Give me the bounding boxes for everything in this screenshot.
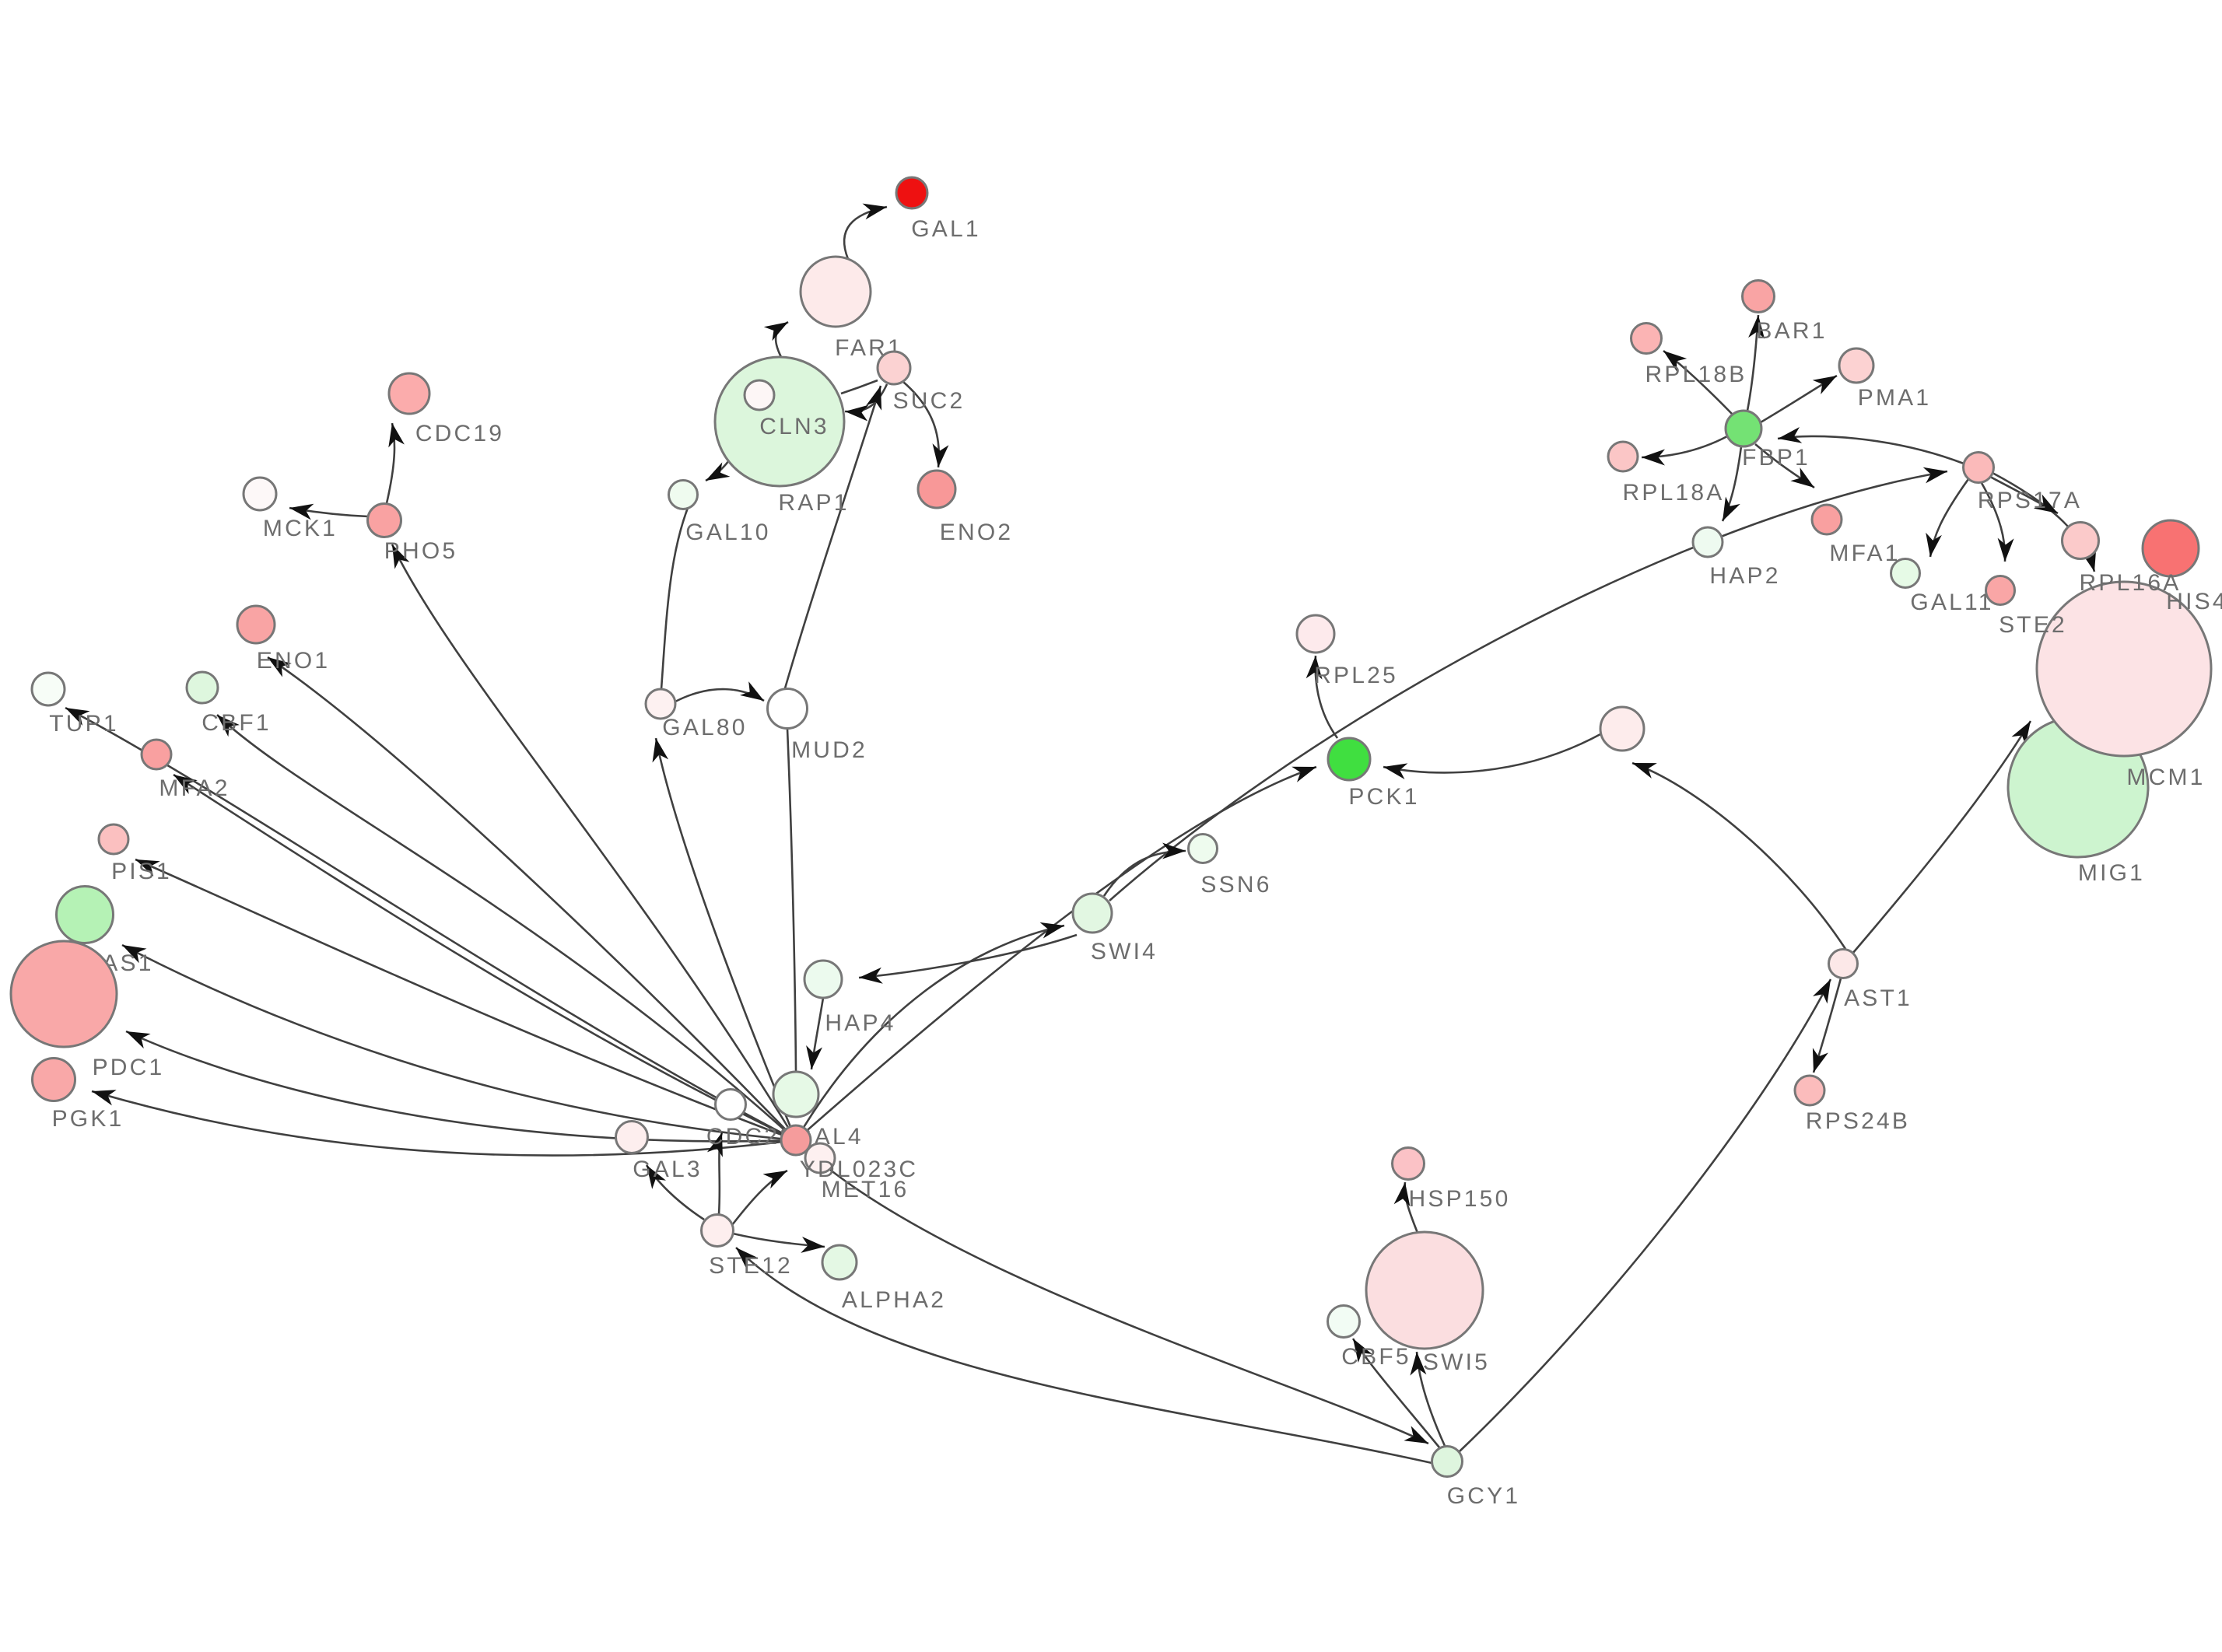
svg-text:PIS1: PIS1 [111,859,172,884]
svg-text:MIG1: MIG1 [2078,860,2145,886]
svg-text:STE12: STE12 [709,1253,793,1279]
svg-text:STE2: STE2 [1999,612,2067,638]
svg-text:FBP1: FBP1 [1742,445,1810,471]
svg-text:CDC19: CDC19 [415,421,504,446]
svg-text:CDC28: CDC28 [706,1124,795,1150]
svg-text:AST1: AST1 [1844,985,1912,1011]
svg-text:MET16: MET16 [822,1177,909,1202]
svg-text:SWI5: SWI5 [1423,1349,1490,1375]
svg-text:PHO5: PHO5 [384,538,458,564]
svg-text:SUC2: SUC2 [893,388,966,414]
svg-text:SWI4: SWI4 [1091,939,1158,964]
svg-text:ENO2: ENO2 [940,520,1014,545]
svg-text:MFA1: MFA1 [1829,541,1900,566]
svg-text:GAL3: GAL3 [633,1157,703,1182]
svg-text:RPS17A: RPS17A [1978,488,2082,513]
svg-text:CLN3: CLN3 [759,414,829,439]
svg-text:HAP4: HAP4 [825,1010,895,1036]
svg-text:ALPHA2: ALPHA2 [842,1287,946,1313]
svg-text:RPL25: RPL25 [1314,663,1398,688]
svg-text:RAP1: RAP1 [778,490,849,516]
svg-text:MFA2: MFA2 [159,775,230,801]
svg-text:GAL10: GAL10 [685,520,770,545]
svg-text:PCK1: PCK1 [1348,784,1419,810]
svg-text:YDL023C: YDL023C [800,1157,918,1182]
svg-text:MCM1: MCM1 [2126,765,2205,790]
svg-text:RPS24B: RPS24B [1806,1108,1910,1134]
svg-text:HIS4: HIS4 [2166,589,2222,614]
svg-text:RPL18A: RPL18A [1623,480,1725,506]
svg-text:GAL11: GAL11 [1910,590,1993,615]
svg-text:CBF1: CBF1 [202,710,272,736]
svg-text:CBF5: CBF5 [1341,1344,1411,1370]
svg-text:GAL80: GAL80 [662,715,747,740]
svg-text:GAL1: GAL1 [911,216,981,242]
svg-text:PDC1: PDC1 [93,1055,165,1080]
svg-text:HSP150: HSP150 [1409,1186,1511,1212]
svg-text:RPL18B: RPL18B [1645,362,1747,387]
svg-text:ENO1: ENO1 [257,648,331,674]
svg-text:MUD2: MUD2 [791,737,867,763]
svg-text:BAR1: BAR1 [1756,318,1827,344]
svg-text:RPL16A: RPL16A [2080,570,2182,596]
svg-text:SSN6: SSN6 [1200,872,1271,898]
svg-text:MCK1: MCK1 [263,516,338,541]
svg-text:HAP2: HAP2 [1709,563,1780,589]
svg-text:PGK1: PGK1 [52,1106,124,1132]
svg-text:GCY1: GCY1 [1447,1483,1521,1509]
svg-text:TUP1: TUP1 [49,711,119,737]
svg-text:PMA1: PMA1 [1858,385,1932,411]
